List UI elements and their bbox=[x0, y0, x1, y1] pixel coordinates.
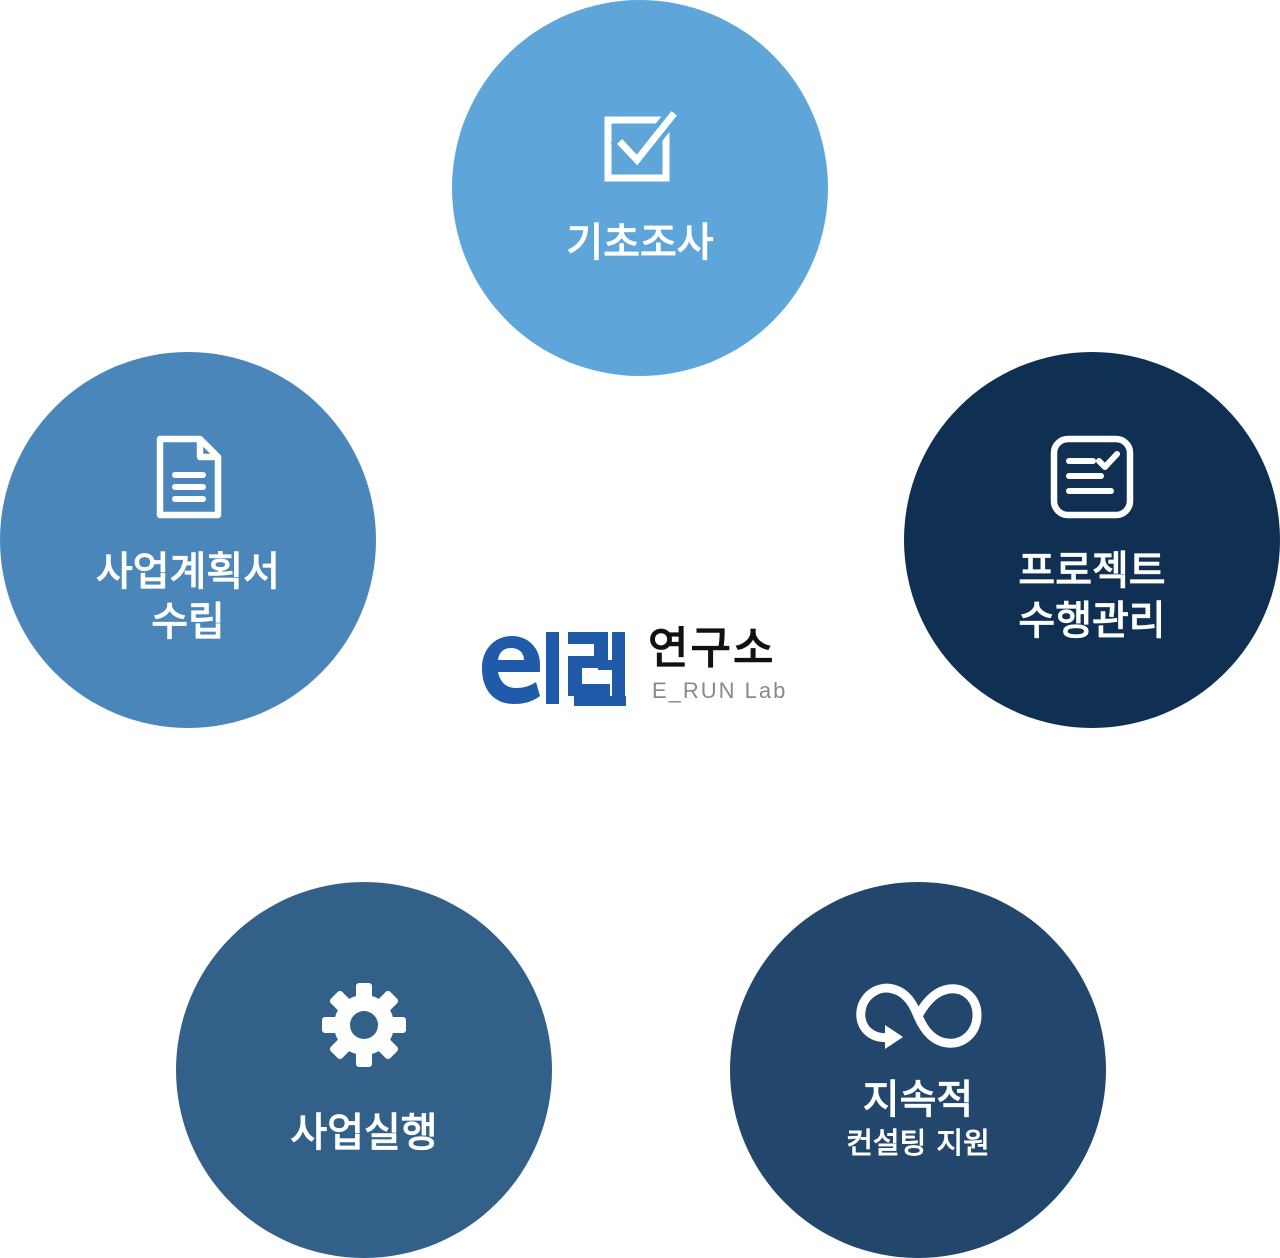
checklist-icon bbox=[1050, 435, 1134, 519]
logo-korean-text: 연구소 bbox=[648, 623, 776, 674]
node-business-execution-label: 사업실행 bbox=[290, 1110, 438, 1156]
node-business-execution: 사업실행 bbox=[176, 882, 552, 1258]
node-business-plan: 사업계획서 수립 bbox=[0, 352, 376, 728]
node-business-plan-label: 사업계획서 수립 bbox=[96, 549, 280, 645]
node-continuous-consulting-sublabel: 컨설팅 지원 bbox=[846, 1126, 990, 1160]
node-research-label: 기초조사 bbox=[566, 220, 714, 266]
node-project-management-label: 프로젝트 수행관리 bbox=[1018, 548, 1166, 644]
node-project-management: 프로젝트 수행관리 bbox=[904, 352, 1280, 728]
logo-mark bbox=[482, 632, 626, 706]
node-continuous-consulting-label: 지속적 bbox=[862, 1077, 974, 1123]
infinity-icon bbox=[856, 983, 982, 1049]
gear-icon bbox=[322, 983, 406, 1067]
node-research: 기초조사 bbox=[452, 0, 828, 376]
checkbox-icon bbox=[604, 108, 680, 182]
logo-english-text: E_RUN Lab bbox=[652, 678, 788, 703]
document-icon bbox=[156, 435, 222, 519]
erun-lab-logo: 연구소 E_RUN Lab bbox=[478, 624, 808, 710]
node-continuous-consulting: 지속적 컨설팅 지원 bbox=[730, 882, 1106, 1258]
